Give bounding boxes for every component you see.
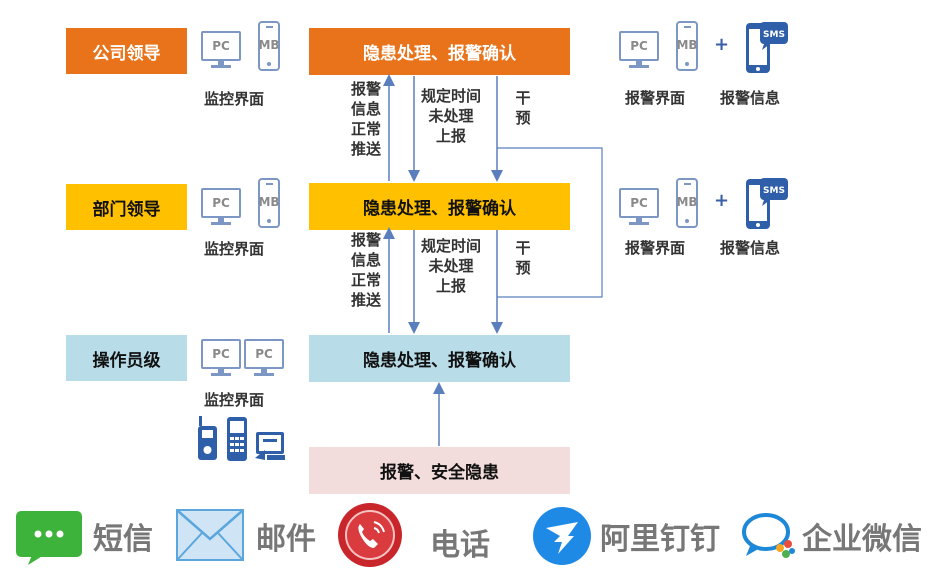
intervene-loop (497, 147, 603, 298)
flow-timeout-label-2: 规定时间 未处理 上报 (420, 237, 481, 295)
flow-push-label-1: 报警 信息 正常 推送 (350, 80, 381, 158)
process-middle-label: 隐患处理、报警确认 (363, 199, 516, 219)
tablet-touch-icon (255, 432, 285, 460)
role-company-leader: 公司领导 (66, 28, 187, 74)
sms-badge-text: SMS (763, 30, 785, 40)
sms-phone-icon: SMS (746, 22, 788, 73)
mobile-icon: MB (676, 178, 698, 228)
mobile-icon: MB (258, 178, 280, 228)
sms-phone-icon: SMS (746, 178, 788, 229)
role-operator: 操作员级 (66, 335, 187, 381)
mobile-icon: MB (258, 21, 280, 71)
channel-sms-label: 短信 (93, 522, 153, 557)
phone-call-icon (338, 503, 402, 567)
alarm-ui-label-2: 报警界面 (625, 239, 686, 257)
wecom-icon (742, 513, 795, 558)
role-department-label: 部门领导 (92, 199, 161, 220)
channel-wecom-label: 企业微信 (802, 522, 922, 557)
dingtalk-icon (533, 507, 591, 565)
sms-chat-icon (16, 511, 82, 565)
process-top-label: 隐患处理、报警确认 (363, 44, 516, 64)
flow-intervene-label-1: 干 预 (515, 89, 531, 127)
flow-intervene-label-2: 干 预 (515, 239, 531, 277)
source-label: 报警、安全隐患 (380, 463, 499, 483)
flow-push-label-2: 报警 信息 正常 推送 (350, 231, 381, 309)
alarm-info-label-1: 报警信息 (720, 89, 781, 107)
radio-icon (198, 416, 217, 460)
channel-mail-label: 邮件 (256, 522, 316, 557)
channel-phone-label: 电话 (430, 528, 490, 563)
alarm-ui-label-1: 报警界面 (625, 89, 686, 107)
role-operator-label: 操作员级 (92, 350, 161, 371)
process-bottom-label: 隐患处理、报警确认 (363, 351, 516, 371)
flow-timeout-label-1: 规定时间 未处理 上报 (420, 87, 481, 145)
source-box: 报警、安全隐患 (309, 447, 570, 494)
process-box-bottom: 隐患处理、报警确认 (309, 335, 570, 382)
role-company-label: 公司领导 (92, 43, 161, 64)
process-box-middle: 隐患处理、报警确认 (309, 183, 570, 230)
sms-badge-text: SMS (763, 186, 785, 196)
handheld-terminal-icon (227, 417, 247, 461)
process-box-top: 隐患处理、报警确认 (309, 28, 570, 75)
plus-icon: + (714, 190, 730, 211)
monitor-label-3: 监控界面 (204, 391, 265, 409)
mail-icon (176, 509, 244, 561)
role-department-leader: 部门领导 (66, 184, 187, 230)
channel-dingtalk-label: 阿里钉钉 (600, 522, 720, 557)
plus-icon: + (714, 34, 730, 55)
alarm-info-label-2: 报警信息 (720, 239, 781, 257)
monitor-label-1: 监控界面 (204, 90, 265, 108)
mobile-icon: MB (676, 21, 698, 71)
monitor-label-2: 监控界面 (204, 240, 265, 258)
